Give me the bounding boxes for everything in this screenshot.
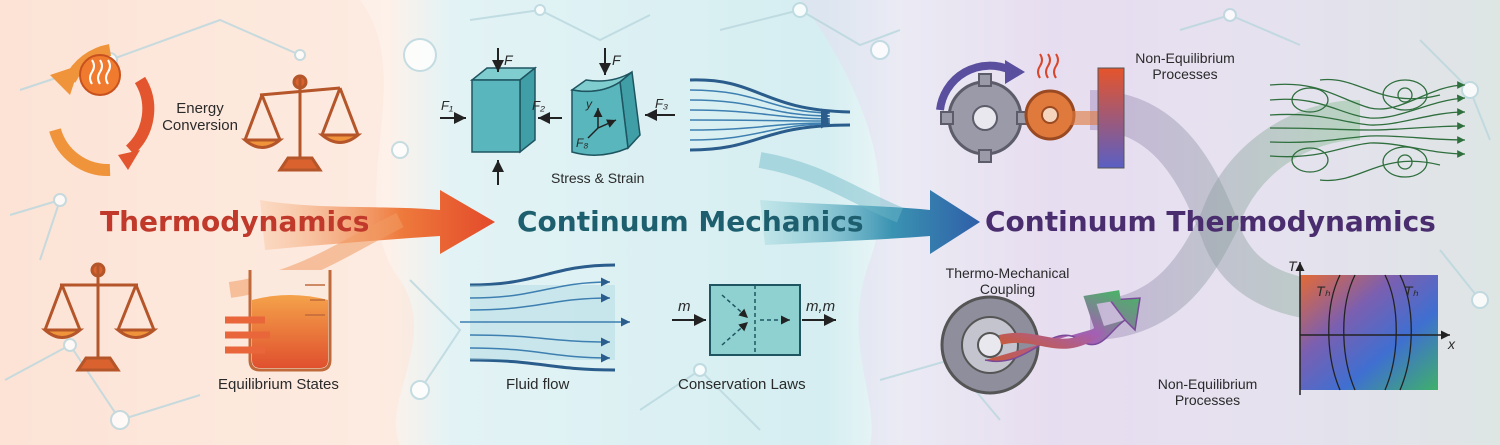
mass-out-symbol: m,m (806, 298, 836, 315)
thermo-mechanical-coupling-label: Thermo-Mechanical Coupling (945, 265, 1070, 297)
arrow-tail-upper (758, 152, 903, 223)
force-symbol-top-right: F (612, 52, 621, 68)
hot-temp-left-label: Tₕ (1316, 283, 1331, 299)
balance-scale-icon-bottom (41, 262, 159, 372)
hot-temp-right-label: Tₕ (1404, 283, 1419, 299)
title-continuum-mechanics: Continuum Mechanics (517, 205, 864, 238)
flow-lines-icon-top (689, 78, 851, 152)
control-volume-icon (672, 284, 836, 356)
energy-conversion-line1: Energy (176, 100, 224, 117)
energy-conversion-line2: Conversion (162, 117, 238, 134)
heat-bar-icon (1097, 67, 1125, 169)
stress-cube-icon-left (440, 48, 562, 185)
title-continuum-thermodynamics: Continuum Thermodynamics (985, 205, 1436, 238)
force-symbol-f8: F₈ (576, 136, 589, 150)
force-symbol-top-left: F (504, 52, 513, 68)
beaker-icon (225, 270, 332, 372)
equilibrium-states-label: Equilibrium States (218, 376, 339, 393)
position-axis-label: x (1448, 336, 1455, 352)
stress-strain-label: Stress & Strain (551, 170, 645, 186)
non-equilibrium-top-label: Non-Equilibrium Processes (1125, 50, 1245, 82)
gears-icon (936, 53, 1100, 163)
arrow-thermo-to-mechanics (260, 190, 495, 254)
fluid-flow-label: Fluid flow (506, 376, 570, 393)
non-eq-top-line2: Processes (1152, 66, 1218, 82)
force-symbol-f2: F₂ (532, 98, 545, 113)
twisted-arrow-icon (940, 290, 1141, 395)
non-eq-bottom-line1: Non-Equilibrium (1157, 376, 1258, 392)
axis-symbol-y: y (586, 97, 592, 111)
coupling-line2: Coupling (979, 281, 1036, 297)
non-eq-bottom-line2: Processes (1174, 392, 1241, 408)
vortex-flow-icon (1269, 78, 1466, 182)
coupling-line1: Thermo-Mechanical (945, 265, 1070, 281)
stress-cube-icon-right (570, 48, 675, 156)
temperature-axis-label: T (1288, 258, 1297, 274)
non-eq-top-line1: Non-Equilibrium (1135, 50, 1235, 66)
temperature-field-icon (1295, 262, 1450, 395)
non-equilibrium-bottom-label: Non-Equilibrium Processes (1145, 376, 1270, 408)
conservation-laws-label: Conservation Laws (678, 376, 806, 393)
force-symbol-f1: F₁ (441, 98, 454, 113)
title-thermodynamics: Thermodynamics (100, 205, 370, 238)
flow-lines-icon-bottom (460, 263, 630, 372)
heat-cycle-icon (49, 44, 155, 177)
coupling-band-b (1089, 100, 1361, 340)
force-symbol-f3: F₃ (655, 96, 669, 111)
energy-conversion-label: Energy Conversion (155, 100, 245, 134)
balance-scale-icon-top (241, 74, 363, 172)
mass-in-symbol: m (678, 298, 691, 315)
arrow-mechanics-to-coupled (760, 190, 980, 254)
